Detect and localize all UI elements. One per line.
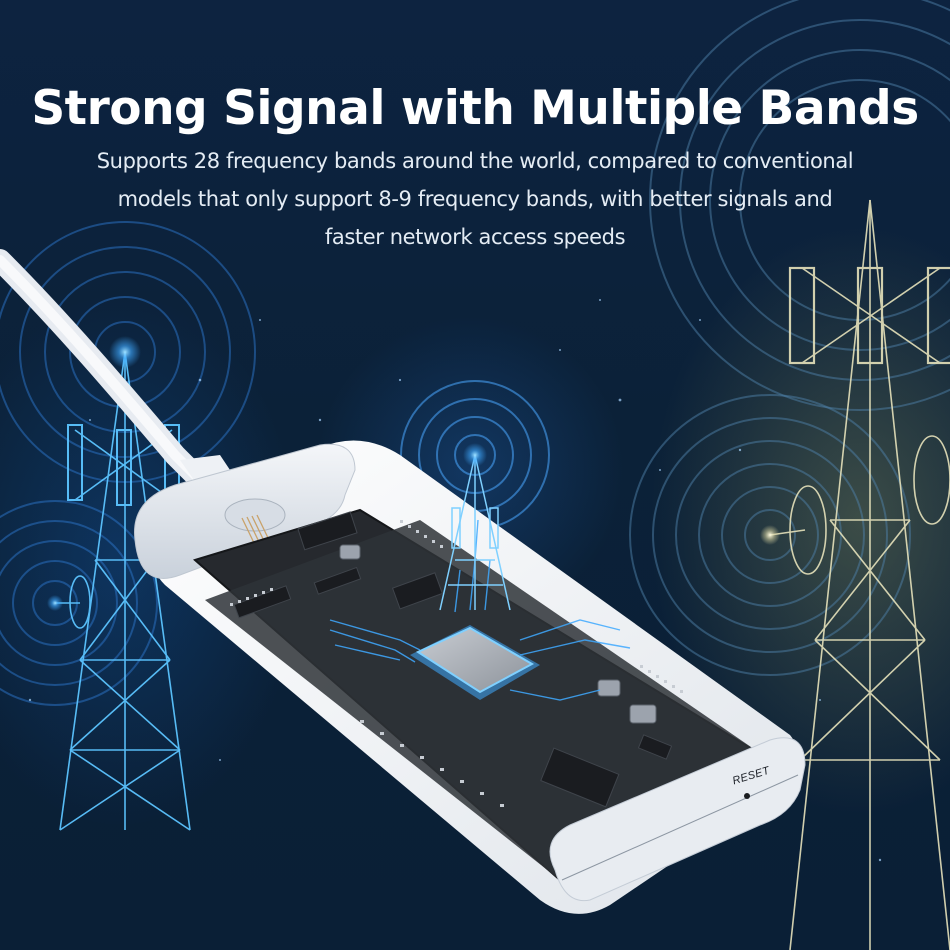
reset-hole bbox=[744, 793, 750, 799]
description-line-2: models that only support 8-9 frequency b… bbox=[117, 187, 833, 211]
description-line-1: Supports 28 frequency bands around the w… bbox=[96, 149, 854, 173]
usb-modem-device bbox=[134, 440, 806, 914]
feature-description: Supports 28 frequency bands around the w… bbox=[55, 142, 895, 256]
cell-tower-icon bbox=[769, 199, 950, 950]
chip-icon bbox=[410, 625, 540, 700]
description-line-3: faster network access speeds bbox=[324, 225, 626, 249]
page-title: Strong Signal with Multiple Bands bbox=[31, 81, 919, 137]
cell-tower-icon bbox=[55, 351, 191, 831]
